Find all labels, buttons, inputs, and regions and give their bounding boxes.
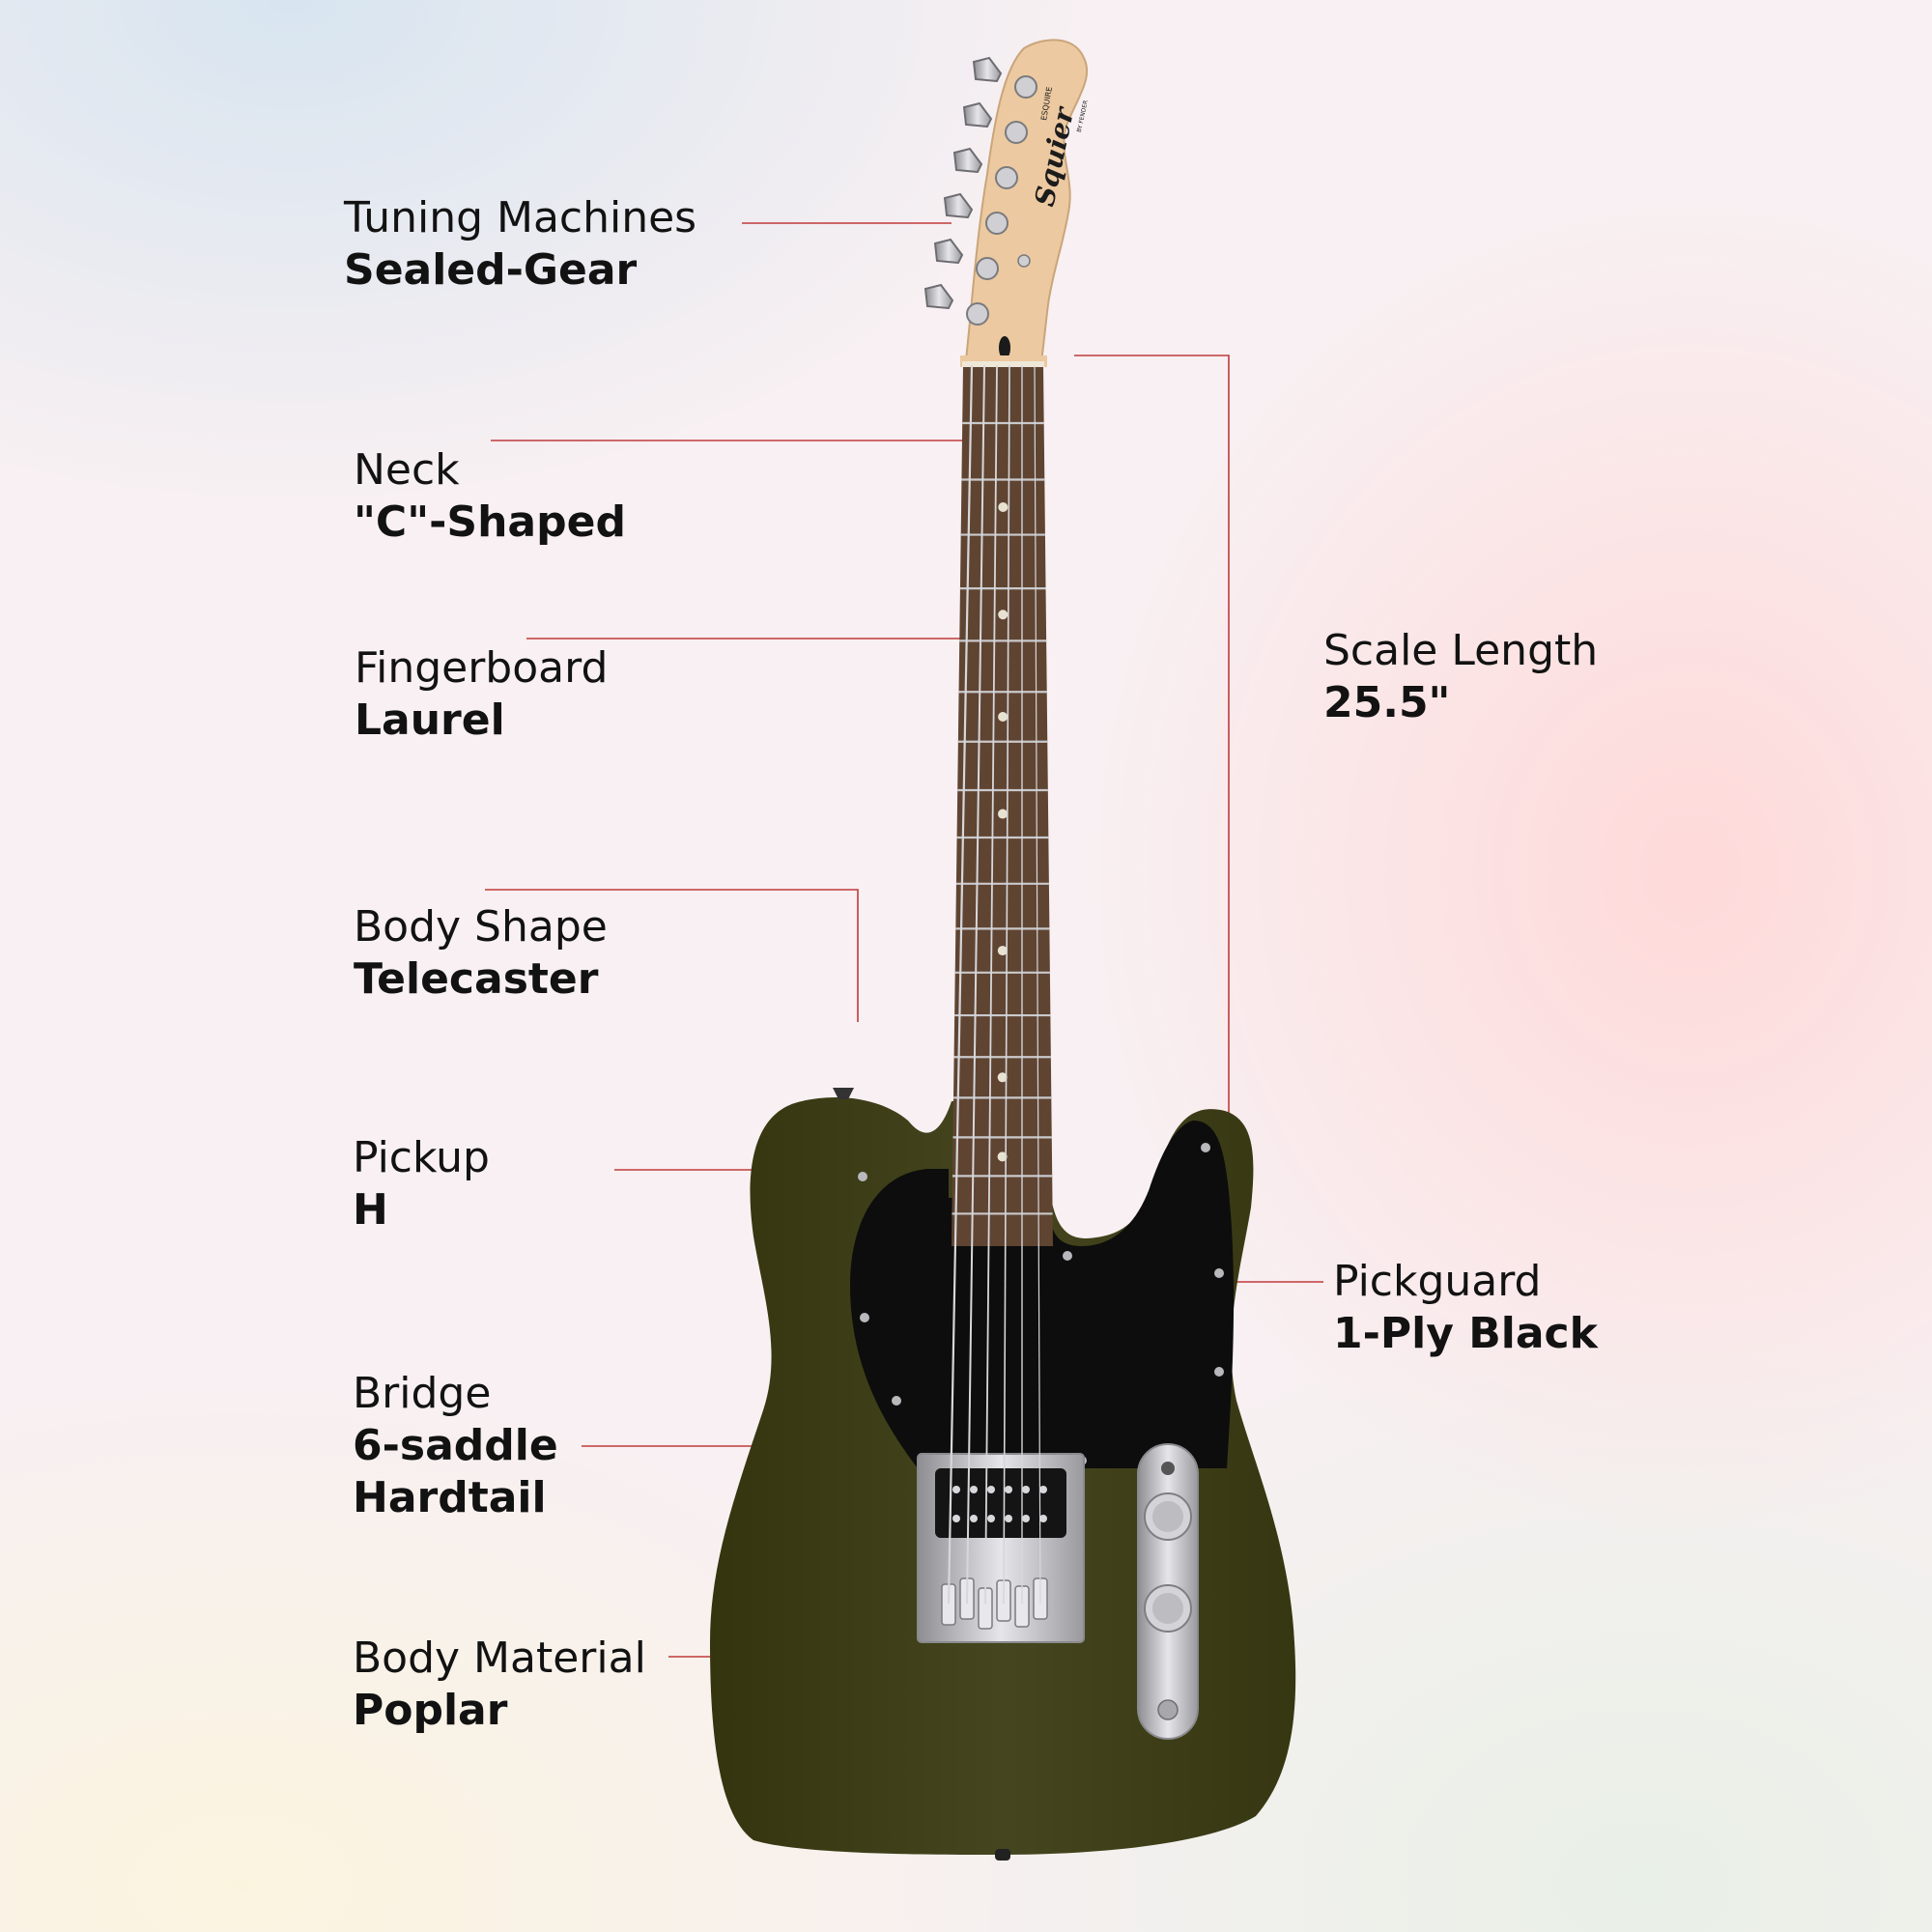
- guitar-string: [984, 364, 998, 1605]
- tone-knob: [1144, 1584, 1192, 1633]
- headstock: [964, 39, 1089, 364]
- pickup-pole-pieces: [952, 1486, 1047, 1522]
- tuner-posts: [966, 75, 1037, 326]
- fret-inlay-dot: [998, 610, 1009, 620]
- spec-body-material-value: Poplar: [353, 1686, 508, 1735]
- spec-pickguard: Pickguard 1-Ply Black: [1333, 1256, 1598, 1360]
- selector-switch: [1161, 1462, 1175, 1475]
- spec-scale-length-value: 25.5": [1323, 678, 1451, 727]
- spec-pickguard-name: Pickguard: [1333, 1257, 1542, 1306]
- spec-fingerboard-name: Fingerboard: [355, 643, 609, 693]
- fret-inlay-dot: [998, 712, 1009, 723]
- pickguard: [850, 1121, 1235, 1468]
- spec-body-shape-value: Telecaster: [354, 954, 599, 1004]
- frets: [952, 421, 1053, 1215]
- volume-knob: [1144, 1492, 1192, 1541]
- leader-body-shape: [485, 889, 859, 1022]
- spec-neck-value: "C"-Shaped: [354, 497, 626, 547]
- bottom-strap-button: [995, 1849, 1010, 1861]
- tuning-machines: [923, 56, 1003, 310]
- spec-pickup-value: H: [353, 1185, 388, 1235]
- fret-inlay-dot: [997, 809, 1008, 819]
- spec-body-material-name: Body Material: [353, 1634, 646, 1683]
- string-tree: [1017, 254, 1031, 268]
- guitar-string: [947, 364, 974, 1605]
- spec-tuning-machines-name: Tuning Machines: [344, 193, 697, 242]
- fret-inlays: [997, 502, 1009, 1162]
- spec-scale-length-name: Scale Length: [1323, 626, 1599, 675]
- guitar: Squier BY FENDER ESQUIRE: [710, 39, 1296, 1861]
- fret-inlay-dot: [998, 502, 1009, 513]
- spec-pickup-name: Pickup: [353, 1133, 490, 1182]
- spec-scale-length: Scale Length 25.5": [1323, 625, 1598, 729]
- fret-inlay-dot: [997, 946, 1008, 956]
- spec-body-shape: Body Shape Telecaster: [354, 901, 608, 1006]
- nut: [962, 361, 1044, 367]
- spec-neck: Neck "C"-Shaped: [354, 444, 626, 549]
- spec-neck-name: Neck: [354, 445, 460, 495]
- spec-tuning-machines-value: Sealed-Gear: [344, 245, 638, 295]
- guitar-string: [966, 364, 985, 1605]
- guitar-string: [1034, 364, 1041, 1605]
- fret-inlay-dot: [997, 1151, 1008, 1162]
- spec-fingerboard: Fingerboard Laurel: [355, 642, 608, 747]
- output-jack: [1157, 1699, 1179, 1720]
- spec-tuning-machines: Tuning Machines Sealed-Gear: [344, 192, 696, 297]
- fret-inlay-dot: [997, 1072, 1008, 1083]
- strap-button: [833, 1088, 854, 1099]
- spec-body-shape-name: Body Shape: [354, 902, 608, 952]
- strings: [947, 364, 1041, 1605]
- spec-body-material: Body Material Poplar: [353, 1633, 646, 1737]
- truss-rod-nut: [999, 336, 1010, 359]
- spec-fingerboard-value: Laurel: [355, 696, 505, 745]
- spec-pickup: Pickup H: [353, 1132, 490, 1236]
- humbucker-pickup: [935, 1468, 1066, 1538]
- spec-bridge-value: 6-saddle Hardtail: [353, 1421, 558, 1522]
- fingerboard: [952, 365, 1053, 1246]
- spec-bridge: Bridge 6-saddle Hardtail: [353, 1368, 558, 1524]
- spec-bridge-name: Bridge: [353, 1369, 492, 1418]
- guitar-string: [1003, 364, 1010, 1605]
- spec-pickguard-value: 1-Ply Black: [1333, 1309, 1598, 1358]
